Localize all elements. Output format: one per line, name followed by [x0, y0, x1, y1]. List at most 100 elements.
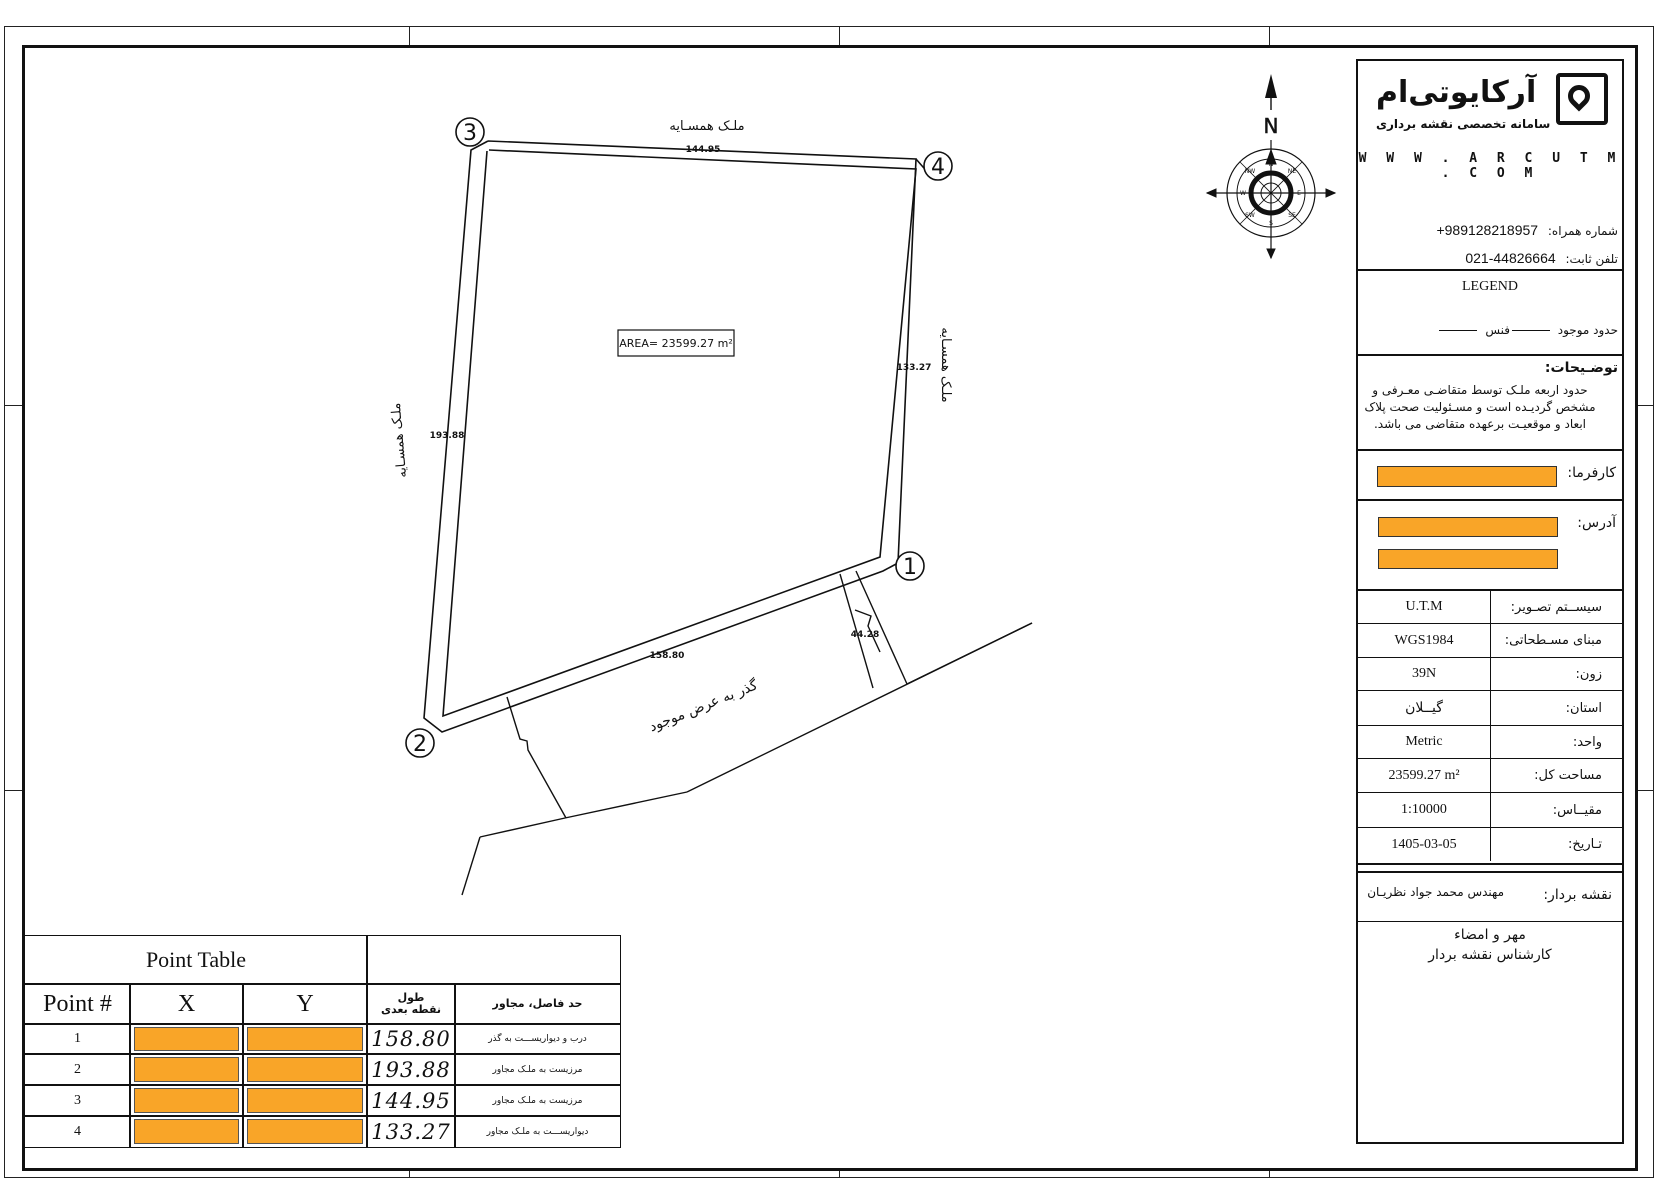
col-header-adjacent: حد فاصل، مجاور — [454, 983, 621, 1025]
col-header-x: X — [129, 983, 244, 1025]
specs-section: U.T.M سیســتم تصـویر: WGS1984 مبنای مسـط… — [1358, 591, 1622, 865]
spec-key: استان: — [1565, 700, 1602, 716]
sheet-outer-border — [4, 26, 1654, 1178]
address-section: آدرس: — [1358, 501, 1622, 591]
border-tick — [1638, 405, 1654, 406]
row-x-redacted — [129, 1115, 244, 1148]
parcel-boundary — [423, 140, 931, 733]
mobile-value: +989128218957 — [1436, 222, 1539, 238]
phone-label: تلفن ثابت: — [1565, 252, 1619, 266]
spec-key: مبنای مسـطحاتی: — [1504, 633, 1602, 648]
point-marker-4: 4 — [923, 151, 953, 181]
spec-key: مقیــاس: — [1552, 802, 1602, 818]
seal-line-1: مهر و امضاء — [1454, 927, 1526, 943]
row-y-redacted — [242, 1053, 368, 1086]
surveyor-name: مهندس محمد جواد نظریـان — [1367, 885, 1504, 899]
col-header-point: Point # — [24, 983, 131, 1025]
row-length: 133.27 — [366, 1115, 456, 1148]
col-header-length-line-1: طول — [397, 991, 425, 1004]
legend-line — [1511, 330, 1550, 331]
row-x-redacted — [129, 1084, 244, 1117]
row-y-redacted — [242, 1023, 368, 1055]
row-length: 193.88 — [366, 1053, 456, 1086]
svg-text:1: 1 — [903, 555, 917, 580]
border-tick — [1638, 790, 1654, 791]
border-tick — [1269, 26, 1270, 45]
spec-row: 1:10000 مقیــاس: — [1358, 793, 1622, 828]
notes-section: توضـیحات: حدود اربعه ملـک توسط متقاضـی م… — [1358, 356, 1622, 451]
svg-text:SE: SE — [1288, 212, 1296, 219]
svg-text:N: N — [1269, 161, 1274, 168]
legend-title: LEGEND — [1462, 279, 1518, 294]
address-label: آدرس: — [1577, 515, 1616, 531]
spec-row: Metric واحد: — [1358, 726, 1622, 759]
spec-row: گیــلان استان: — [1358, 691, 1622, 726]
spec-value: 1:10000 — [1358, 793, 1491, 827]
edge-length-right: 133.27 — [897, 363, 932, 373]
row-x-redacted — [129, 1053, 244, 1086]
legend-fence: فنس — [1439, 323, 1510, 337]
legend-line — [1439, 330, 1478, 331]
spec-value: Metric — [1358, 726, 1491, 758]
border-tick — [839, 1171, 840, 1178]
row-adjacent: دیواریســـت به ملـک مجاور — [454, 1115, 621, 1148]
area-label: AREA= 23599.27 m² — [619, 337, 732, 350]
employer-redacted — [1377, 466, 1557, 487]
neighbor-label-left: ملـک همسـایه — [389, 402, 410, 478]
company-logo-text: آرکایوتی‌ام — [1376, 75, 1537, 110]
legend-existing-label: حدود موجود — [1557, 323, 1618, 337]
border-tick — [4, 790, 22, 791]
row-adjacent: مرزیست به ملـک مجاور — [454, 1053, 621, 1086]
spec-key: مساحت کل: — [1534, 768, 1602, 783]
svg-text:2: 2 — [413, 732, 427, 757]
surveyor-section: نقشه بردار: مهندس محمد جواد نظریـان مهر … — [1358, 871, 1622, 1146]
row-adjacent: درب و دیواریســـت به گذر — [454, 1023, 621, 1055]
row-length: 144.95 — [366, 1084, 456, 1117]
svg-text:4: 4 — [931, 155, 945, 180]
mobile-label: شماره همراه: — [1547, 224, 1618, 238]
svg-text:S: S — [1269, 220, 1273, 227]
access-width: 44.28 — [851, 630, 879, 640]
spec-row: 23599.27 m² مساحت کل: — [1358, 759, 1622, 793]
row-point: 1 — [24, 1023, 131, 1055]
phone-value: 021-44826664 — [1465, 250, 1556, 266]
col-header-length: طول نقطه بعدی — [366, 983, 456, 1025]
col-header-y: Y — [242, 983, 368, 1025]
divider — [1358, 921, 1622, 922]
spec-row: WGS1984 مبنای مسـطحاتی: — [1358, 624, 1622, 658]
border-tick — [409, 1171, 410, 1178]
point-table-title: Point Table — [24, 935, 368, 985]
area-box — [617, 329, 735, 357]
col-header-length-line-2: نقطه بعدی — [380, 1003, 442, 1016]
spec-value: 39N — [1358, 658, 1491, 690]
spec-value: گیــلان — [1358, 691, 1491, 725]
company-website: W W W . A R C U T M . C O M — [1358, 151, 1622, 181]
spec-value: 1405-03-05 — [1358, 828, 1491, 861]
seal-line-2: کارشناس نقشه بردار — [1428, 947, 1552, 963]
employer-section: کارفرما: — [1358, 451, 1622, 501]
title-block: آرکایوتی‌ام سامانه تخصصی نقشه برداری W W… — [1356, 59, 1624, 1144]
row-length: 158.80 — [366, 1023, 456, 1055]
address-redacted-line-2 — [1378, 549, 1558, 569]
point-marker-1: 1 — [895, 551, 925, 581]
point-table-title-blank — [366, 935, 621, 985]
notes-text: حدود اربعه ملـک توسط متقاضـی معـرفی و مش… — [1364, 383, 1596, 431]
neighbor-label-top: ملـک همسـایه — [669, 119, 744, 134]
spec-key: زون: — [1575, 666, 1602, 682]
point-marker-2: 2 — [405, 728, 435, 758]
border-tick — [1269, 1171, 1270, 1178]
svg-text:NW: NW — [1245, 168, 1255, 175]
svg-text:3: 3 — [463, 121, 477, 146]
border-tick — [839, 26, 840, 45]
company-section: آرکایوتی‌ام سامانه تخصصی نقشه برداری W W… — [1358, 61, 1622, 271]
sheet-inner-border — [22, 45, 1638, 1171]
seal-and-signature: مهر و امضاء کارشناس نقشه بردار — [1358, 925, 1622, 965]
legend-section: LEGEND حدود موجود فنس — [1358, 271, 1622, 356]
spec-row: U.T.M سیســتم تصـویر: — [1358, 591, 1622, 624]
spec-key: تـاریخ: — [1567, 837, 1602, 852]
company-tagline: سامانه تخصصی نقشه برداری — [1376, 117, 1551, 131]
row-y-redacted — [242, 1084, 368, 1117]
row-x-redacted — [129, 1023, 244, 1055]
phone-number: تلفن ثابت: 021-44826664 — [1465, 250, 1618, 266]
